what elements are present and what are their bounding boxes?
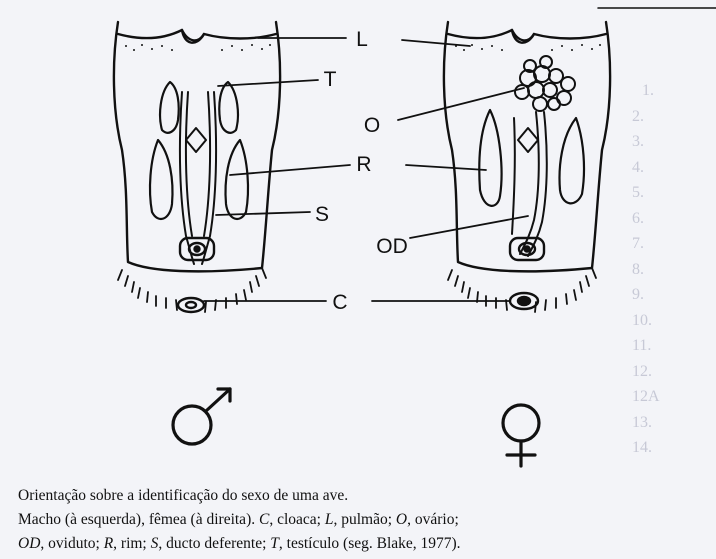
male-testes	[160, 82, 238, 133]
caption-text: , testículo (seg. Blake, 1977).	[279, 535, 461, 552]
caption-text: , rim;	[113, 535, 150, 552]
caption-abbrev: T	[270, 535, 279, 552]
label-O: O	[364, 114, 380, 137]
caption-text: , ovário;	[407, 511, 459, 528]
caption-abbrev: OD	[18, 535, 40, 552]
male-vent-feathers	[118, 268, 266, 312]
caption-legend-line-2: OD, oviduto; R, rim; S, ducto deferente;…	[18, 532, 714, 556]
female-vent	[510, 293, 538, 309]
label-OD: OD	[376, 235, 408, 258]
figure-caption: Orientação sobre a identificação do sexo…	[18, 484, 714, 556]
male-kidneys	[150, 128, 248, 219]
male-vent	[178, 298, 204, 312]
male-symbol-icon	[173, 389, 230, 444]
caption-text: , oviduto;	[40, 535, 103, 552]
label-T: T	[324, 68, 337, 91]
female-lung-stipple	[455, 44, 601, 51]
caption-text: , ducto deferente;	[158, 535, 270, 552]
female-ovary	[515, 56, 575, 111]
male-lung-stipple	[125, 44, 271, 51]
caption-text: , cloaca;	[269, 511, 325, 528]
callout-labels: L T O R S OD C	[315, 28, 408, 314]
female-oviduct	[512, 112, 547, 256]
label-C: C	[332, 291, 347, 314]
label-L: L	[356, 28, 368, 51]
caption-text: , pulmão;	[333, 511, 395, 528]
label-R: R	[356, 153, 371, 176]
caption-title: Orientação sobre a identificação do sexo…	[18, 484, 714, 508]
caption-abbrev: O	[396, 511, 407, 528]
female-symbol-icon	[503, 405, 539, 466]
caption-abbrev: R	[104, 535, 113, 552]
label-S: S	[315, 203, 329, 226]
female-bird-outline	[444, 22, 610, 271]
caption-abbrev: C	[259, 511, 269, 528]
male-bird-outline	[114, 22, 280, 271]
caption-text: Macho (à esquerda), fêmea (à direita).	[18, 511, 259, 528]
female-kidneys	[479, 110, 584, 206]
caption-legend-line-1: Macho (à esquerda), fêmea (à direita). C…	[18, 508, 714, 532]
